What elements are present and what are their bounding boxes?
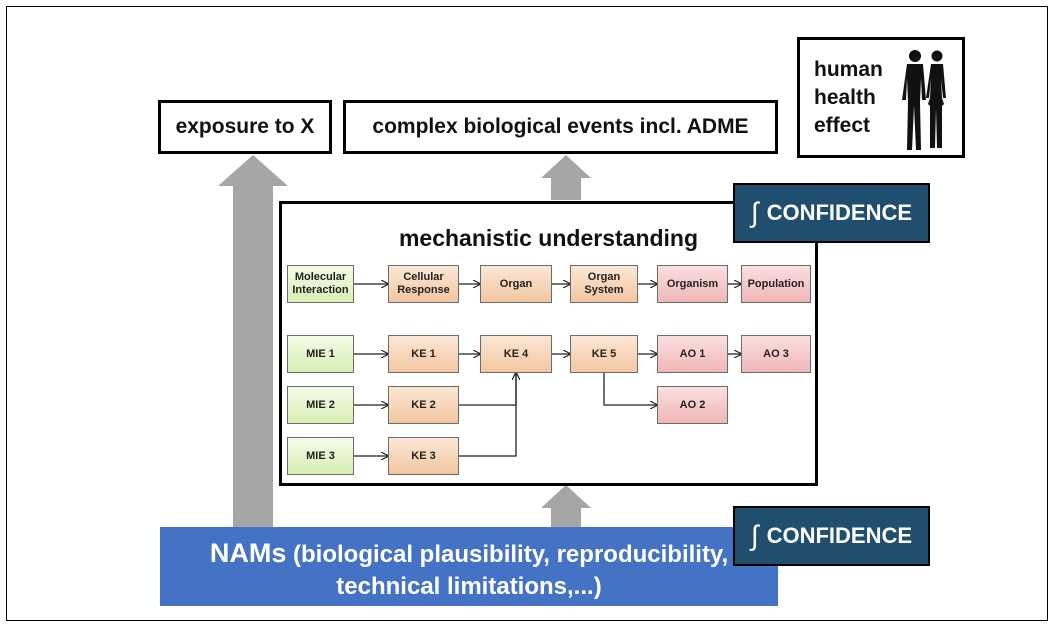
human-health-box: human health effect bbox=[797, 37, 965, 158]
mechanistic-understanding-box: mechanistic understanding bbox=[279, 201, 818, 486]
complex-events-label: complex biological events incl. ADME bbox=[372, 115, 749, 138]
confidence-label: CONFIDENCE bbox=[766, 200, 913, 225]
nams-line-1: NAMs (biological plausibility, reproduci… bbox=[160, 537, 778, 571]
nams-line-2: technical limitations,...) bbox=[336, 573, 602, 600]
aop-node-ke1: KE 1 bbox=[388, 335, 459, 373]
aop-node-mie1: MIE 1 bbox=[287, 335, 354, 373]
level-molecular-interaction: Molecular Interaction bbox=[287, 265, 354, 303]
aop-node-ao2: AO 2 bbox=[657, 386, 728, 424]
human-health-label: human health effect bbox=[814, 56, 883, 140]
aop-node-ke4: KE 4 bbox=[480, 335, 552, 373]
integral-icon: ∫ bbox=[750, 520, 759, 551]
confidence-label: CONFIDENCE bbox=[766, 523, 913, 548]
aop-node-ao3: AO 3 bbox=[741, 335, 811, 373]
complex-events-box: complex biological events incl. ADME bbox=[343, 100, 778, 154]
integral-icon: ∫ bbox=[750, 197, 759, 228]
aop-node-mie2: MIE 2 bbox=[287, 386, 354, 424]
nams-line1-rest: (biological plausibility, reproducibilit… bbox=[293, 541, 729, 568]
exposure-label: exposure to X bbox=[175, 115, 315, 138]
confidence-badge-bottom: ∫ CONFIDENCE bbox=[733, 506, 930, 566]
mechanistic-understanding-title: mechanistic understanding bbox=[398, 225, 699, 251]
aop-node-ao1: AO 1 bbox=[657, 335, 728, 373]
aop-node-ke5: KE 5 bbox=[570, 335, 638, 373]
nams-box: NAMs (biological plausibility, reproduci… bbox=[160, 527, 778, 606]
level-organism: Organism bbox=[657, 265, 728, 303]
level-population: Population bbox=[741, 265, 811, 303]
figure-frame bbox=[6, 6, 1048, 621]
exposure-up-arrow bbox=[218, 155, 288, 535]
confidence-badge-top: ∫ CONFIDENCE bbox=[733, 183, 930, 243]
level-organ: Organ bbox=[480, 265, 552, 303]
human-health-word: health bbox=[814, 85, 876, 109]
nams-lead: NAMs bbox=[209, 538, 287, 568]
exposure-box: exposure to X bbox=[158, 100, 332, 154]
aop-node-ke2: KE 2 bbox=[388, 386, 459, 424]
level-cellular-response: Cellular Response bbox=[388, 265, 459, 303]
level-organ-system: Organ System bbox=[570, 265, 638, 303]
aop-node-mie3: MIE 3 bbox=[287, 437, 354, 475]
aop-node-ke3: KE 3 bbox=[388, 437, 459, 475]
human-health-word: human bbox=[814, 57, 883, 81]
complex-up-arrow bbox=[541, 155, 591, 200]
human-health-word: effect bbox=[814, 113, 871, 137]
human-silhouettes-icon bbox=[902, 50, 946, 150]
nams-up-arrow bbox=[541, 485, 591, 530]
